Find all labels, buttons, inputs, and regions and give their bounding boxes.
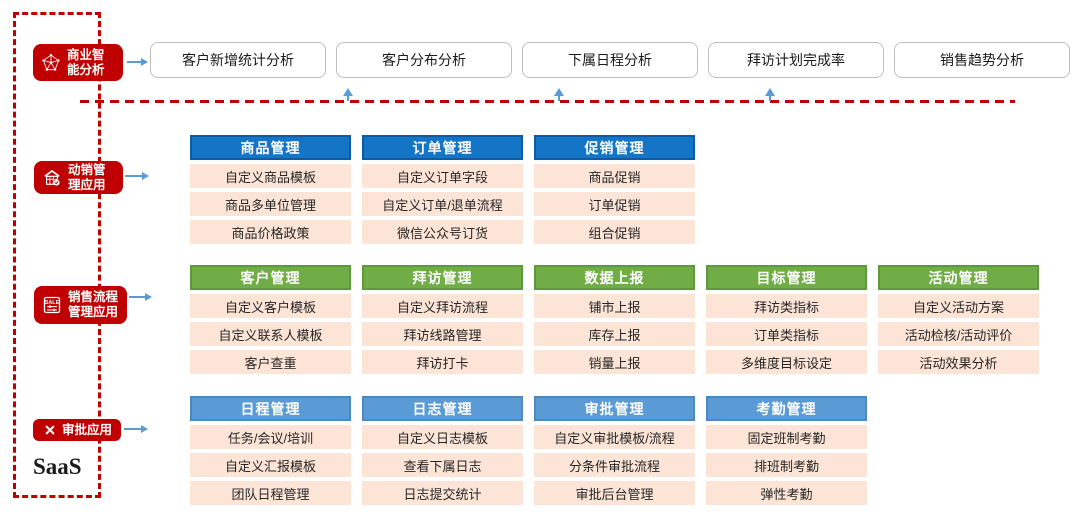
sidebar-label-text: 审批应用: [61, 422, 112, 437]
table-cell: 多维度目标设定: [706, 350, 867, 374]
network-icon: [41, 53, 61, 73]
table-order-management: 订单管理 自定义订单字段 自定义订单/退单流程 微信公众号订货: [362, 135, 523, 244]
table-cell: 自定义日志模板: [362, 425, 523, 449]
table-cell: 活动效果分析: [878, 350, 1039, 374]
table-cell: 客户查重: [190, 350, 351, 374]
table-cell: 铺市上报: [534, 294, 695, 318]
table-cell: 自定义订单字段: [362, 164, 523, 188]
table-cell: 团队日程管理: [190, 481, 351, 505]
group-approval-apps: 日程管理 任务/会议/培训 自定义汇报模板 团队日程管理 日志管理 自定义日志模…: [190, 396, 867, 505]
arrow-right-icon: [127, 58, 148, 66]
bi-box-sales-trend: 销售趋势分析: [894, 42, 1070, 78]
table-attendance-management: 考勤管理 固定班制考勤 排班制考勤 弹性考勤: [706, 396, 867, 505]
bi-box-customer-new-stats: 客户新增统计分析: [150, 42, 326, 78]
table-cell: 分条件审批流程: [534, 453, 695, 477]
table-cell: 自定义汇报模板: [190, 453, 351, 477]
arrow-right-icon: [124, 425, 148, 433]
table-cell: 组合促销: [534, 220, 695, 244]
table-cell: 自定义活动方案: [878, 294, 1039, 318]
up-arrow-icon: [554, 88, 564, 101]
up-arrow-icon: [765, 88, 775, 101]
table-target-management: 目标管理 拜访类指标 订单类指标 多维度目标设定: [706, 265, 867, 374]
table-header: 商品管理: [190, 135, 351, 160]
store-icon: [42, 168, 62, 188]
table-cell: 自定义联系人模板: [190, 322, 351, 346]
sidebar-label-sales-process: SALE 销售流程管理应用: [34, 286, 127, 324]
table-cell: 自定义拜访流程: [362, 294, 523, 318]
bi-analysis-row: 客户新增统计分析 客户分布分析 下属日程分析 拜访计划完成率 销售趋势分析: [150, 42, 1070, 78]
bi-separator-dashed-line: [80, 100, 1015, 103]
table-header: 客户管理: [190, 265, 351, 290]
table-header: 考勤管理: [706, 396, 867, 421]
sidebar-label-sales-movement: 动销管理应用: [34, 161, 123, 194]
table-cell: 自定义商品模板: [190, 164, 351, 188]
table-cell: 微信公众号订货: [362, 220, 523, 244]
sidebar-label-text: 销售流程管理应用: [68, 290, 119, 319]
arrow-right-icon: [129, 293, 152, 301]
table-approval-management: 审批管理 自定义审批模板/流程 分条件审批流程 审批后台管理: [534, 396, 695, 505]
table-cell: 日志提交统计: [362, 481, 523, 505]
sidebar-label-text: 动销管理应用: [68, 162, 106, 192]
table-cell: 商品多单位管理: [190, 192, 351, 216]
table-cell: 商品价格政策: [190, 220, 351, 244]
table-cell: 库存上报: [534, 322, 695, 346]
table-product-management: 商品管理 自定义商品模板 商品多单位管理 商品价格政策: [190, 135, 351, 244]
table-header: 日志管理: [362, 396, 523, 421]
table-cell: 订单类指标: [706, 322, 867, 346]
table-header: 促销管理: [534, 135, 695, 160]
table-header: 数据上报: [534, 265, 695, 290]
table-cell: 审批后台管理: [534, 481, 695, 505]
table-header: 目标管理: [706, 265, 867, 290]
crossed-tools-icon: [44, 424, 56, 436]
table-activity-management: 活动管理 自定义活动方案 活动检核/活动评价 活动效果分析: [878, 265, 1039, 374]
table-header: 审批管理: [534, 396, 695, 421]
bi-box-subordinate-schedule: 下属日程分析: [522, 42, 698, 78]
up-arrow-icon: [343, 88, 353, 101]
table-header: 订单管理: [362, 135, 523, 160]
table-cell: 销量上报: [534, 350, 695, 374]
table-header: 日程管理: [190, 396, 351, 421]
svg-text:SALE: SALE: [45, 300, 60, 306]
table-cell: 自定义审批模板/流程: [534, 425, 695, 449]
table-cell: 查看下属日志: [362, 453, 523, 477]
group-sales-process: 客户管理 自定义客户模板 自定义联系人模板 客户查重 拜访管理 自定义拜访流程 …: [190, 265, 1039, 374]
table-cell: 自定义客户模板: [190, 294, 351, 318]
sidebar-label-bi-analysis: 商业智能分析: [33, 44, 123, 81]
table-schedule-management: 日程管理 任务/会议/培训 自定义汇报模板 团队日程管理: [190, 396, 351, 505]
table-log-management: 日志管理 自定义日志模板 查看下属日志 日志提交统计: [362, 396, 523, 505]
table-cell: 固定班制考勤: [706, 425, 867, 449]
sidebar-label-approval: 审批应用: [33, 419, 121, 441]
table-visit-management: 拜访管理 自定义拜访流程 拜访线路管理 拜访打卡: [362, 265, 523, 374]
table-header: 拜访管理: [362, 265, 523, 290]
table-cell: 拜访打卡: [362, 350, 523, 374]
table-data-reporting: 数据上报 铺市上报 库存上报 销量上报: [534, 265, 695, 374]
table-cell: 排班制考勤: [706, 453, 867, 477]
sale-tag-icon: SALE: [42, 295, 62, 315]
bi-box-visit-plan-completion: 拜访计划完成率: [708, 42, 884, 78]
table-cell: 任务/会议/培训: [190, 425, 351, 449]
group-sales-movement: 商品管理 自定义商品模板 商品多单位管理 商品价格政策 订单管理 自定义订单字段…: [190, 135, 695, 244]
table-promotion-management: 促销管理 商品促销 订单促销 组合促销: [534, 135, 695, 244]
table-customer-management: 客户管理 自定义客户模板 自定义联系人模板 客户查重: [190, 265, 351, 374]
table-cell: 活动检核/活动评价: [878, 322, 1039, 346]
table-cell: 订单促销: [534, 192, 695, 216]
sidebar-label-text: 商业智能分析: [67, 47, 105, 77]
table-cell: 商品促销: [534, 164, 695, 188]
table-header: 活动管理: [878, 265, 1039, 290]
table-cell: 弹性考勤: [706, 481, 867, 505]
arrow-right-icon: [125, 172, 149, 180]
table-cell: 自定义订单/退单流程: [362, 192, 523, 216]
table-cell: 拜访线路管理: [362, 322, 523, 346]
saas-label: SaaS: [33, 454, 82, 479]
saas-boundary-dashed-border: [13, 12, 101, 498]
table-cell: 拜访类指标: [706, 294, 867, 318]
bi-box-customer-distribution: 客户分布分析: [336, 42, 512, 78]
